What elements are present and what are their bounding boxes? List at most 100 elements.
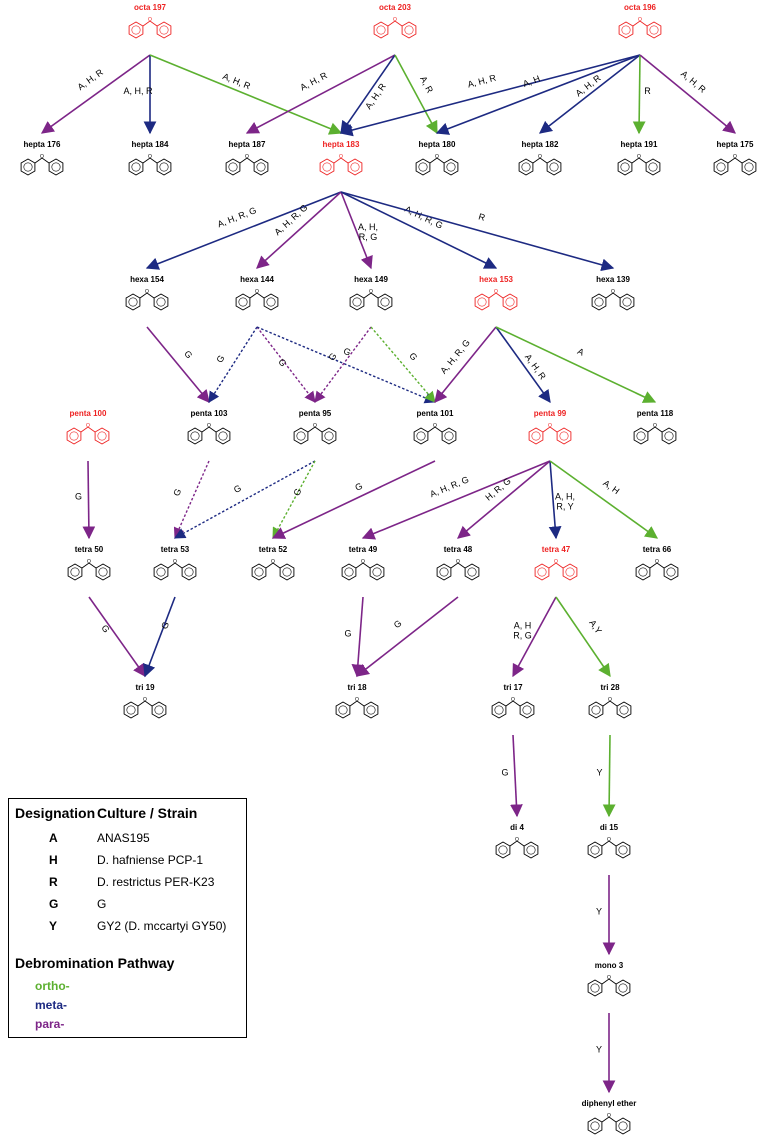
svg-text:O: O — [638, 17, 642, 23]
svg-text:O: O — [538, 154, 542, 160]
structure-penta118: O — [633, 423, 677, 445]
edge-tetra50-to-tri19 — [88, 596, 146, 678]
structure-tetra53: O — [153, 559, 197, 581]
structure-penta100: O — [66, 423, 110, 445]
edge-label-hexa149-to-penta101: G — [407, 351, 419, 363]
compound-tetra50: tetra 50O — [67, 545, 111, 581]
edge-tetra48-to-tri18 — [355, 596, 459, 677]
compound-label-hepta191: hepta 191 — [621, 140, 658, 149]
edge-octa203-to-hepta183 — [340, 54, 396, 135]
edge-label-tetra48-to-tri18: G — [392, 618, 404, 630]
legend-box: Designation Culture / Strain A ANAS195 H… — [8, 798, 247, 1038]
svg-text:O: O — [611, 289, 615, 295]
edge-hepta183-to-hexa149 — [340, 191, 373, 270]
edge-label-octa197-to-hepta183: A, H, R — [221, 71, 252, 91]
svg-text:O: O — [40, 154, 44, 160]
edge-label-penta103-to-tetra53: G — [171, 487, 183, 497]
structure-tri28: O — [588, 697, 632, 719]
structure-hepta176: O — [20, 154, 64, 176]
compound-label-tetra50: tetra 50 — [75, 545, 104, 554]
svg-text:O: O — [607, 975, 611, 981]
edge-label-octa196-to-hepta180: A, H — [521, 73, 541, 89]
svg-text:O: O — [148, 154, 152, 160]
legend-name-y: GY2 (D. mccartyi GY50) — [97, 919, 227, 933]
edge-tetra49-to-tri18 — [351, 596, 365, 678]
compound-label-tetra48: tetra 48 — [444, 545, 473, 554]
svg-text:O: O — [637, 154, 641, 160]
edge-label-penta99-to-tetra49: A, H, R, G — [428, 474, 470, 499]
edge-label-penta99-to-tetra47: A, H,R, Y — [555, 492, 575, 512]
structure-tri18: O — [335, 697, 379, 719]
compound-tri19: tri 19O — [123, 683, 167, 719]
edge-label-penta95-to-tetra52: G — [291, 487, 303, 498]
compound-label-hepta183: hepta 183 — [323, 140, 360, 149]
edge-label-hexa153-to-penta101: A, H, R, G — [438, 338, 472, 376]
legend-code-h: H — [49, 853, 58, 867]
structure-hepta180: O — [415, 154, 459, 176]
structure-hexa154: O — [125, 289, 169, 311]
structure-hepta182: O — [518, 154, 562, 176]
edge-hexa144-to-penta103 — [208, 326, 258, 403]
structure-hepta183: O — [319, 154, 363, 176]
edge-penta99-to-tetra48 — [457, 460, 551, 539]
edge-penta99-to-tetra66 — [549, 460, 659, 539]
svg-text:O: O — [511, 697, 515, 703]
edge-label-tetra50-to-tri19: G — [99, 623, 111, 635]
edge-hexa144-to-penta95 — [256, 326, 316, 403]
compound-label-penta103: penta 103 — [191, 409, 228, 418]
svg-text:O: O — [655, 559, 659, 565]
edge-hepta183-to-hexa144 — [256, 191, 342, 269]
compound-label-hepta182: hepta 182 — [522, 140, 559, 149]
compound-label-octa203: octa 203 — [379, 3, 412, 12]
edge-hexa149-to-penta101 — [370, 326, 436, 403]
legend-code-y: Y — [49, 919, 58, 933]
edge-hexa154-to-penta103 — [146, 326, 210, 403]
compound-label-tri19: tri 19 — [135, 683, 155, 692]
svg-text:O: O — [86, 423, 90, 429]
edge-label-hexa153-to-penta99: A, H, R — [523, 352, 548, 382]
edge-octa196-to-hepta180 — [435, 54, 641, 135]
structure-penta101: O — [413, 423, 457, 445]
svg-text:O: O — [369, 289, 373, 295]
edge-octa196-to-hepta191 — [632, 54, 646, 135]
structure-di4: O — [495, 837, 539, 859]
compound-label-tetra66: tetra 66 — [643, 545, 672, 554]
structure-octa203: O — [373, 17, 417, 39]
legend-name-g: G — [97, 897, 107, 911]
svg-text:O: O — [554, 559, 558, 565]
structure-tri17: O — [491, 697, 535, 719]
structure-hepta175: O — [713, 154, 757, 176]
compound-label-hepta175: hepta 175 — [717, 140, 754, 149]
compound-label-dpe: diphenyl ether — [582, 1099, 637, 1108]
svg-text:O: O — [733, 154, 737, 160]
compound-tetra47: tetra 47O — [534, 545, 578, 581]
svg-text:O: O — [435, 154, 439, 160]
structure-penta99: O — [528, 423, 572, 445]
edge-hepta183-to-hexa153 — [340, 191, 498, 269]
edge-penta95-to-tetra53 — [174, 460, 316, 539]
edge-label-hexa144-to-penta95: G — [276, 357, 288, 369]
structure-octa196: O — [618, 17, 662, 39]
compound-label-tetra49: tetra 49 — [349, 545, 378, 554]
svg-text:O: O — [393, 17, 397, 23]
structure-hexa144: O — [235, 289, 279, 311]
edge-octa203-to-hepta187 — [245, 54, 396, 134]
edge-label-penta95-to-tetra53: G — [232, 483, 243, 495]
structure-hepta184: O — [128, 154, 172, 176]
structure-tetra52: O — [251, 559, 295, 581]
edge-label-penta99-to-tetra66: A, H — [601, 478, 621, 496]
structure-penta103: O — [187, 423, 231, 445]
edge-label-hexa154-to-penta103: G — [182, 349, 194, 361]
compound-label-mono3: mono 3 — [595, 961, 624, 970]
compound-label-penta95: penta 95 — [299, 409, 332, 418]
structure-tetra48: O — [436, 559, 480, 581]
structure-hepta187: O — [225, 154, 269, 176]
